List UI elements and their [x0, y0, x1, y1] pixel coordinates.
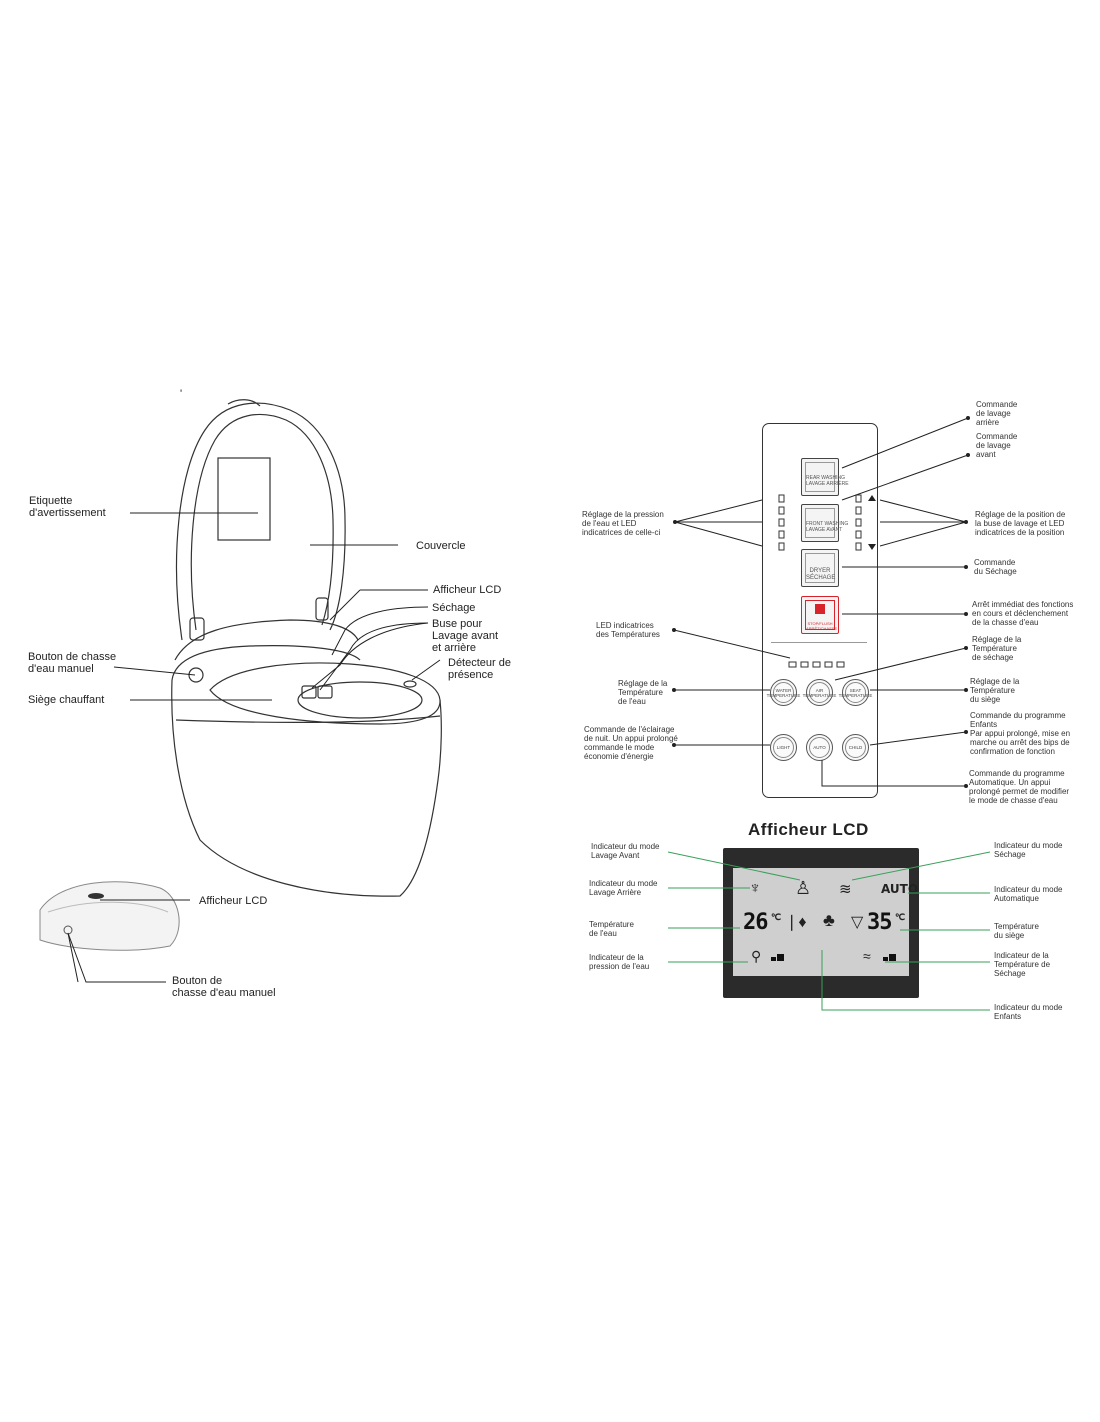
- pressure-icon: ⚲: [751, 948, 762, 964]
- water-temp-button[interactable]: WATER TEMPERATURE: [767, 679, 800, 706]
- lcd-label-enfants: Indicateur du mode Enfants: [994, 1003, 1063, 1021]
- front-wash-icon: ♙: [795, 878, 812, 898]
- air-temp-button[interactable]: AIR TEMPERATURE: [803, 679, 836, 706]
- light-button[interactable]: LIGHT: [770, 734, 797, 761]
- label-programme-enfants: Commande du programme Enfants Par appui …: [970, 711, 1071, 756]
- water-drop-icon: ❘♦: [785, 914, 807, 931]
- stop-flush-button[interactable]: STOP/FLUSH ARRÊT/CHASSE: [801, 596, 839, 634]
- label-detecteur: Détecteur de présence: [448, 657, 511, 681]
- seat-temp-value: 35: [867, 910, 892, 935]
- label-sechage: Séchage: [432, 602, 476, 614]
- seat-icon: ▽: [851, 914, 864, 931]
- label-lavage-arriere: Commande de lavage arrière: [976, 400, 1018, 427]
- lcd-label-lavage-arriere: Indicateur du mode Lavage Arrière: [589, 879, 658, 897]
- label-eclairage: Commande de l'éclairage de nuit. Un appu…: [584, 725, 678, 761]
- label-afficheur-lcd: Afficheur LCD: [433, 584, 502, 596]
- label-siege-chauffant: Siège chauffant: [28, 694, 105, 706]
- pressure-level-bars: [771, 954, 785, 961]
- lcd-label-automatique: Indicateur du mode Automatique: [994, 885, 1063, 903]
- rear-wash-button[interactable]: REAR WASHING LAVAGE ARRIÈRE: [801, 458, 849, 496]
- water-temp-button-label: WATER TEMPERATURE: [767, 682, 800, 703]
- dry-temp-level-bars: [883, 954, 897, 961]
- front-wash-button[interactable]: FRONT WASHING LAVAGE AVANT: [801, 504, 848, 542]
- seat-temp-button-label: SEAT TEMPERATURE: [839, 682, 872, 703]
- label-position: Réglage de la position de la buse de lav…: [975, 510, 1066, 537]
- label-buse: Buse pour Lavage avant et arrière: [432, 618, 499, 654]
- label-arret: Arrêt immédiat des fonctions en cours et…: [972, 600, 1074, 627]
- lcd-label-temp-sechage: Indicateur de la Température de Séchage: [994, 951, 1051, 978]
- lcd-label-sechage: Indicateur du mode Séchage: [994, 841, 1063, 859]
- dryer-button[interactable]: DRYER SÉCHAGE: [801, 549, 839, 587]
- label-bouton-chasse: Bouton de chasse d'eau manuel: [28, 651, 117, 675]
- auto-button[interactable]: AUTO: [806, 734, 833, 761]
- tick-mark: ': [180, 388, 183, 400]
- lcd-label-temp-eau: Température de l'eau: [589, 920, 634, 938]
- dryer-button-label: DRYER SÉCHAGE: [805, 553, 835, 583]
- lcd-screen: ♆ ♙ ≋ AUTO 26 ℃ ❘♦ ♣ ▽ 35 ℃ ⚲ ≈: [733, 868, 918, 976]
- seat-temp-button[interactable]: SEAT TEMPERATURE: [839, 679, 872, 706]
- water-temp-value: 26: [743, 910, 768, 935]
- child-button[interactable]: CHILD: [842, 734, 869, 761]
- label-lavage-avant: Commande de lavage avant: [976, 432, 1018, 459]
- label-led-temperatures: LED indicatrices des Températures: [596, 621, 660, 639]
- stop-icon: [815, 604, 825, 614]
- lcd-label-lavage-avant: Indicateur du mode Lavage Avant: [591, 842, 660, 860]
- auto-button-label: AUTO: [809, 737, 830, 758]
- rear-wash-icon: ♆: [749, 880, 761, 897]
- lcd-label-temp-siege: Température du siège: [994, 922, 1039, 940]
- panel-divider: [771, 642, 867, 643]
- stop-flush-button-label: STOP/FLUSH ARRÊT/CHASSE: [805, 600, 837, 631]
- label-zoom-bouton: Bouton de chasse d'eau manuel: [172, 975, 276, 999]
- control-panel: REAR WASHING LAVAGE ARRIÈRE FRONT WASHIN…: [762, 423, 878, 798]
- dry-temp-icon: ≈: [863, 948, 871, 964]
- lcd-title: Afficheur LCD: [748, 820, 869, 839]
- water-temp-unit: ℃: [771, 912, 782, 922]
- seat-temp-unit: ℃: [895, 912, 906, 922]
- light-button-label: LIGHT: [773, 737, 794, 758]
- label-programme-auto: Commande du programme Automatique. Un ap…: [969, 769, 1070, 805]
- label-zoom-afficheur: Afficheur LCD: [199, 895, 268, 907]
- child-icon: ♣: [823, 910, 835, 930]
- label-couvercle: Couvercle: [416, 540, 466, 552]
- label-temp-sechage: Réglage de la Température de séchage: [972, 635, 1022, 662]
- label-temp-siege: Réglage de la Température du siège: [970, 677, 1020, 704]
- label-temp-eau: Réglage de la Température de l'eau: [618, 679, 668, 706]
- lcd-label-pression: Indicateur de la pression de l'eau: [589, 953, 650, 971]
- label-etiquette: Etiquette d'avertissement: [29, 495, 106, 519]
- label-commande-sechage: Commande du Séchage: [974, 558, 1017, 576]
- child-button-label: CHILD: [845, 737, 866, 758]
- air-temp-button-label: AIR TEMPERATURE: [803, 682, 836, 703]
- dryer-icon: ≋: [839, 881, 852, 898]
- label-pression: Réglage de la pression de l'eau et LED i…: [582, 510, 664, 537]
